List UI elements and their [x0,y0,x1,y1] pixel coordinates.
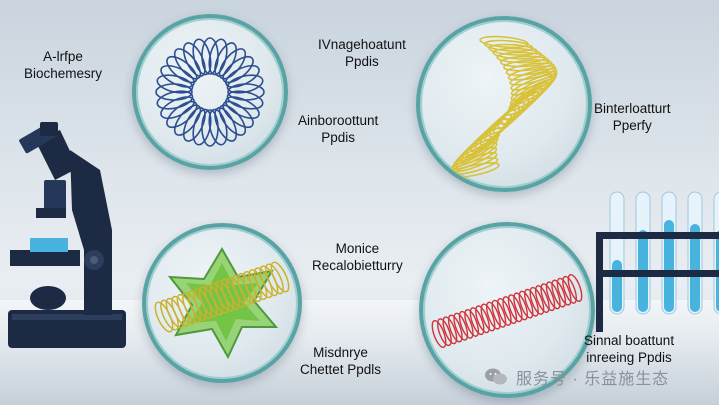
label-line: Sinnal boattunt [584,333,675,348]
protein-helix-icon [154,247,290,360]
watermark-text: 服务号 · 乐益施生态 [516,371,670,388]
label-line: IVnagehoatunt [318,37,406,52]
label-bottom-center: Misdnrye Chettet Ppdls [300,344,381,378]
label-line: Recalobietturry [312,258,403,273]
protein-helix-icon [155,37,265,147]
label-line: Chettet Ppdls [300,362,382,377]
protein-circle-green [142,223,302,383]
protein-circle-yellow [416,16,592,192]
label-center: Monice Recalobietturry [312,240,403,274]
label-right-top: Binterloatturt Pperfy [594,100,671,134]
wechat-icon [484,367,508,387]
label-line: Monice [335,241,380,256]
label-bottom-right: Sinnal boattunt inreeing Ppdis [584,332,674,366]
label-line: Ppdis [345,54,379,69]
label-top-center: IVnagehoatunt Ppdis [318,36,406,70]
label-line: inreeing Ppdis [586,350,672,365]
test-tube-rack-icon [596,191,719,332]
protein-circle-blue [132,14,288,170]
label-line: Ainboroottunt [298,113,379,128]
protein-helix-icon [431,274,583,348]
label-line: Ppdis [321,130,356,145]
label-line: Biochemesry [24,66,103,81]
label-mid-circle: Ainboroottunt Ppdis [298,112,378,146]
label-line: Pperfy [612,118,652,133]
watermark: 服务号 · 乐益施生态 [484,365,669,389]
protein-helix-icon [450,35,558,178]
microscope-icon [8,122,126,348]
label-line: Binterloatturt [594,101,671,116]
protein-circle-red [419,222,595,398]
label-line: A-lrfpe [43,49,83,64]
label-top-left: A-lrfpe Biochemesry [24,48,102,82]
label-line: Misdnrye [313,345,368,360]
